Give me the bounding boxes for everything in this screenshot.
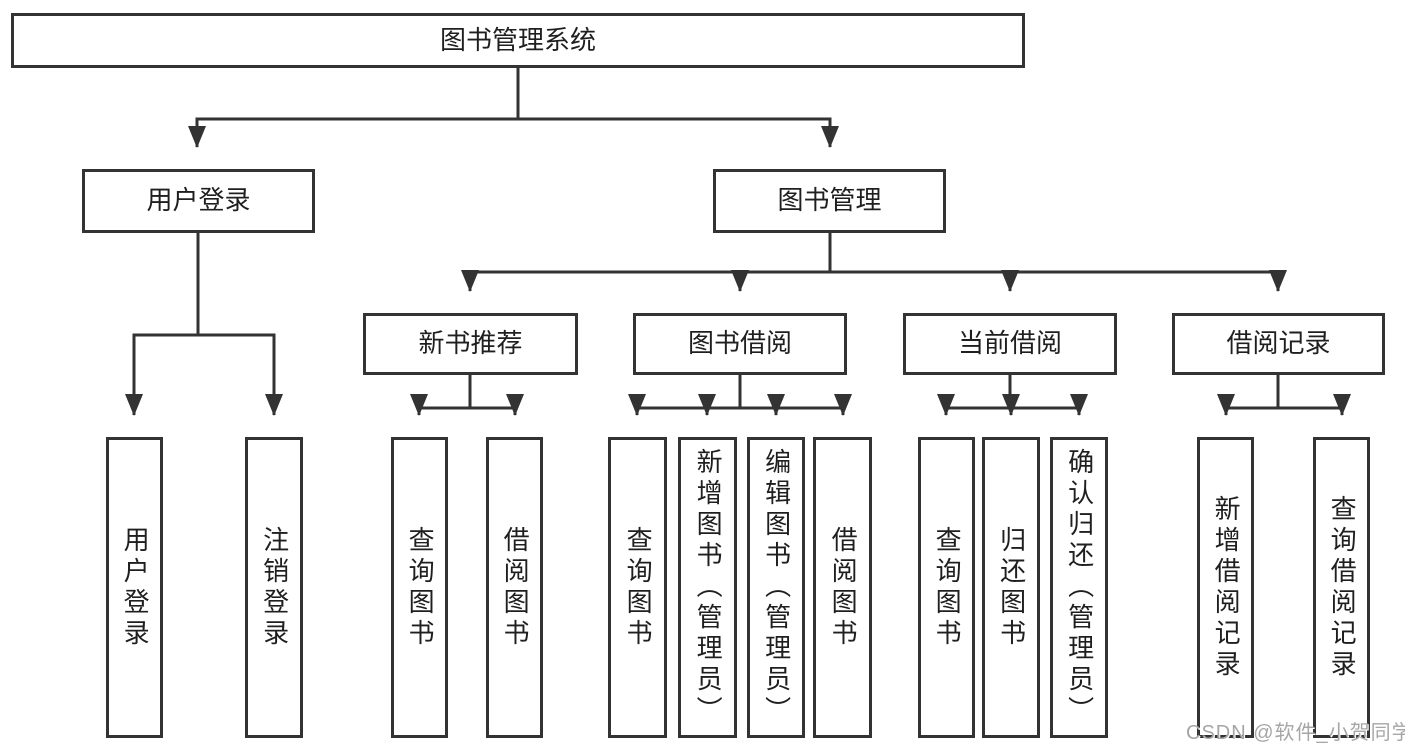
- leaf-query-books-current: 查询图书: [918, 437, 975, 738]
- csdn-watermark: CSDN @软件_小贺同学: [1186, 722, 1405, 744]
- edge-user-login-to-leaves: [125, 233, 283, 416]
- node-book-management: 图书管理: [713, 169, 946, 233]
- edge-book-borrow-to-leaves: [628, 375, 852, 416]
- leaf-query-borrow-record: 查询借阅记录: [1313, 437, 1370, 738]
- leaf-borrow-books-recommend: 借阅图书: [486, 437, 543, 738]
- leaf-confirm-return-admin: 确认归还（管理员）: [1050, 437, 1108, 738]
- edge-root-to-level2: [188, 68, 839, 148]
- leaf-query-books-borrow: 查询图书: [608, 437, 667, 738]
- node-borrow-records: 借阅记录: [1172, 313, 1385, 375]
- edge-new-book-recommend-to-leaves: [410, 375, 524, 416]
- leaf-borrow-books: 借阅图书: [813, 437, 872, 738]
- edge-borrow-records-to-leaves: [1217, 375, 1351, 416]
- leaf-logout-login: 注销登录: [245, 437, 303, 738]
- node-user-login: 用户登录: [82, 169, 315, 233]
- leaf-add-borrow-record: 新增借阅记录: [1197, 437, 1254, 738]
- leaf-edit-books-admin: 编辑图书（管理员）: [747, 437, 805, 738]
- node-new-book-recommend: 新书推荐: [363, 313, 578, 375]
- leaf-query-books-recommend: 查询图书: [391, 437, 448, 738]
- node-book-borrow: 图书借阅: [633, 313, 847, 375]
- node-current-borrow: 当前借阅: [903, 313, 1117, 375]
- node-library-system: 图书管理系统: [11, 13, 1025, 68]
- edge-current-borrow-to-leaves: [937, 375, 1088, 416]
- edge-book-management-to-level3: [461, 233, 1287, 292]
- leaf-add-books-admin: 新增图书（管理员）: [678, 437, 737, 738]
- leaf-user-login: 用户登录: [106, 437, 163, 738]
- leaf-return-books: 归还图书: [982, 437, 1040, 738]
